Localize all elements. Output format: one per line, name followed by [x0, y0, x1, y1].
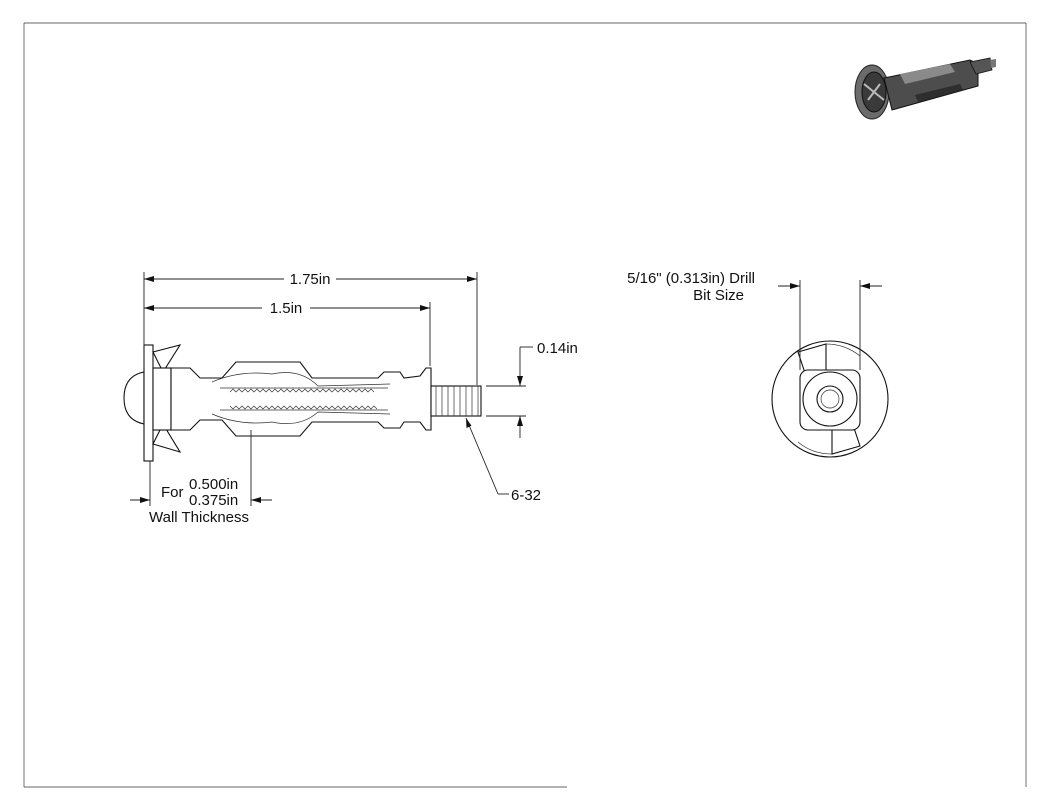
dim-drill-bit — [778, 280, 882, 370]
shank-serrations — [229, 388, 378, 410]
anchor-end-view — [771, 340, 889, 458]
body-length-label: 1.5in — [270, 300, 303, 317]
dim-body-length — [144, 302, 431, 366]
wall-min-label: 0.375in — [189, 492, 238, 509]
dim-wall-thickness — [130, 430, 272, 506]
screw-diameter-label: 0.14in — [537, 340, 578, 357]
overall-length-label: 1.75in — [290, 271, 331, 288]
wall-max-label: 0.500in — [189, 476, 238, 493]
drill-size-label-line2: Bit Size — [693, 287, 744, 304]
wall-thickness-label: Wall Thickness — [149, 509, 249, 526]
anchor-side-view — [123, 344, 482, 462]
dim-overall-length — [143, 272, 478, 385]
thread-spec-label: 6-32 — [511, 487, 541, 504]
wall-prefix-label: For — [161, 484, 184, 501]
drill-size-label-line1: 5/16" (0.313in) Drill — [627, 270, 755, 287]
dim-screw-diameter — [486, 346, 533, 438]
leader-thread-spec — [465, 417, 509, 495]
drawing-border — [23, 22, 1027, 788]
anchor-3d-thumbnail — [854, 57, 996, 120]
